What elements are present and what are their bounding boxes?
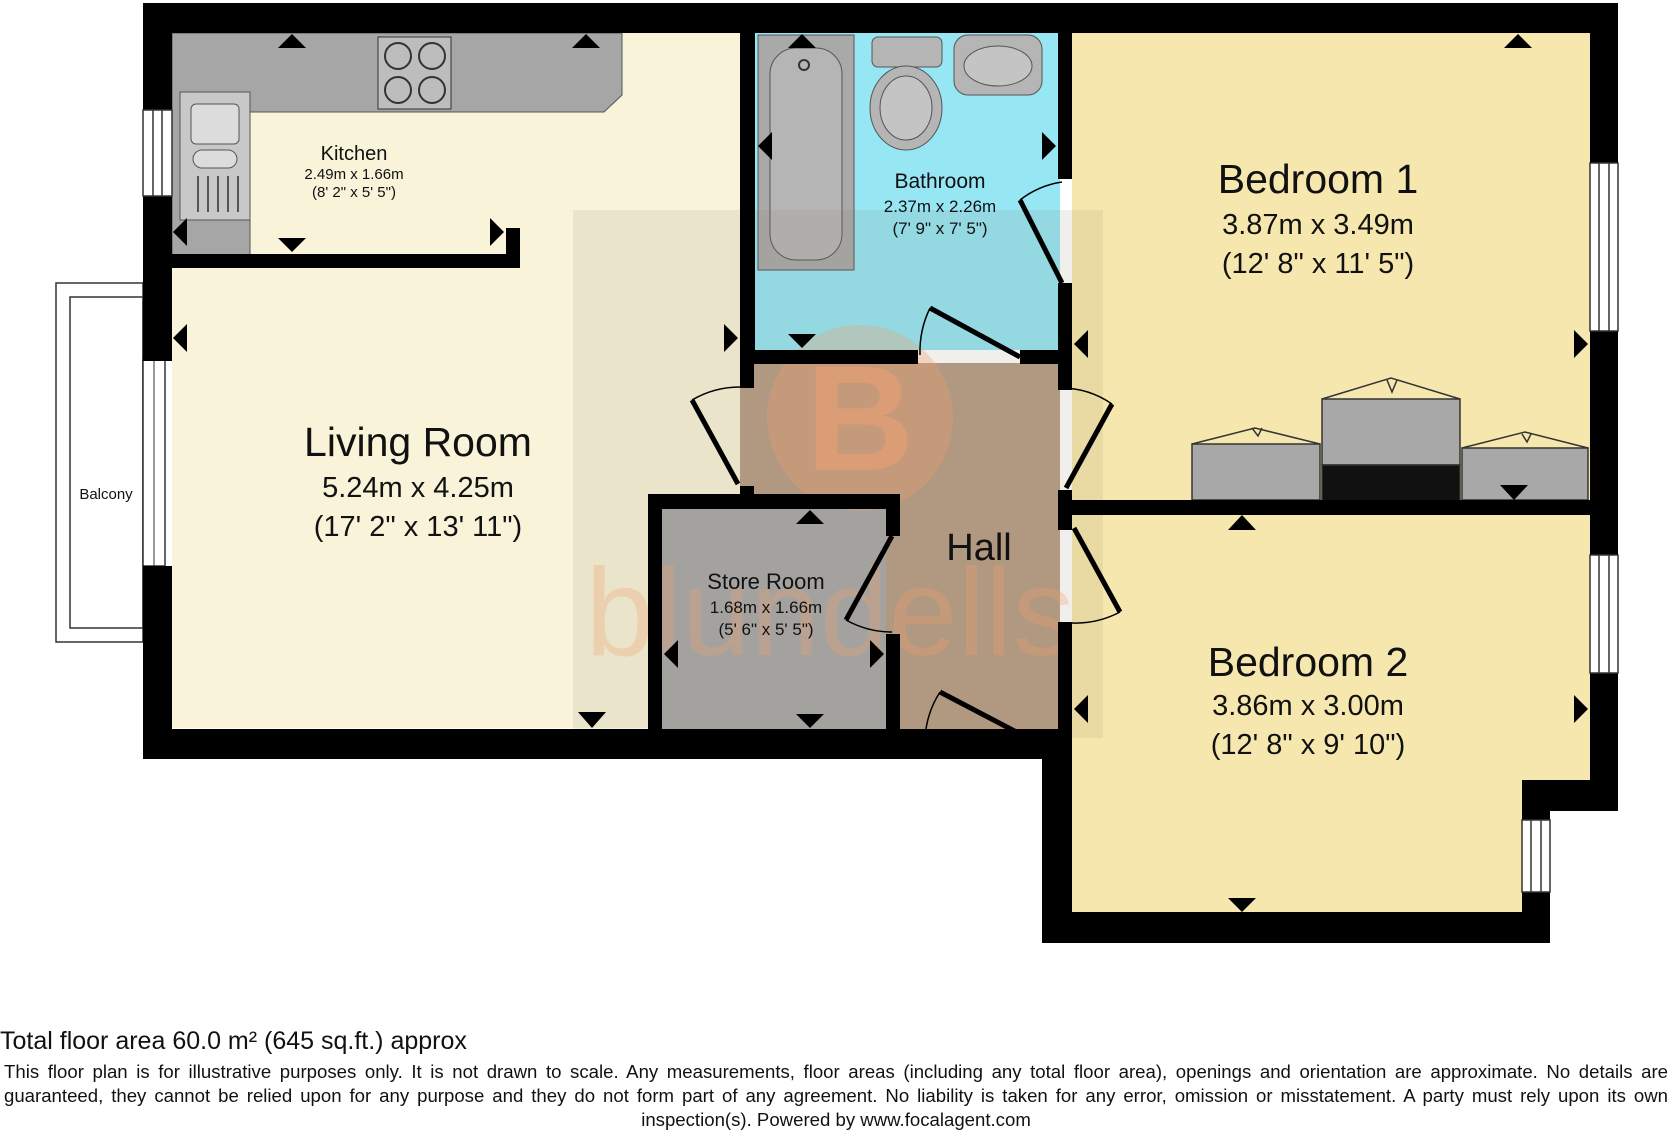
outer-wall-bottom-left [143,729,1048,759]
living-room-label: Living Room [304,419,532,465]
sink-bowl-icon [190,103,240,145]
walls [143,3,1618,943]
toilet-icon [869,36,943,151]
bedroom2-label: Bedroom 2 [1208,639,1409,685]
door-bedroom1 [1017,181,1065,285]
wall-kitchen-return [506,228,520,268]
wardrobe-right [1461,447,1589,501]
bathroom-fixtures [757,34,1043,271]
bathroom-size-ft: (7' 9" x 7' 5") [892,219,987,238]
wall-bathroom-bedroom1-top [1058,33,1072,179]
sink-drain-icon [192,149,238,169]
window-bedroom1 [1589,162,1619,332]
door-bedroom1-hall [1059,387,1115,490]
floor-plan: B blundells [55,3,1619,943]
window-bedroom2 [1589,554,1619,674]
bedroom2-floor [1072,515,1590,912]
wall-living-hall-stub-bottom [740,486,754,509]
bathroom-label: Bathroom [894,170,985,193]
outer-wall-left-lower [143,566,172,759]
door-entrance [924,689,1026,741]
wall-kitchen-bottom [172,254,520,268]
room-labels: Kitchen 2.49m x 1.66m (8' 2" x 5' 5") Li… [79,143,1418,761]
watermark-word: blundells [585,544,1074,682]
wall-store-right-bottom [886,634,900,729]
balcony [55,282,166,643]
window-bedroom2-bay [1521,819,1551,893]
drainer-grooves-icon [197,176,239,212]
hall-label: Hall [946,527,1011,569]
outer-wall-bedroom2-left [1042,729,1072,943]
bathtub-icon [757,34,855,271]
watermark-logo-circle [767,325,953,511]
wardrobes [1191,377,1589,502]
wall-bathroom-bedroom1-bottom [1058,283,1072,364]
store-room-size-m: 1.68m x 1.66m [710,598,822,617]
living-room-size-m: 5.24m x 4.25m [322,472,514,504]
wardrobe-middle [1321,398,1461,466]
bedroom1-size-m: 3.87m x 3.49m [1222,209,1414,241]
wall-hall-bedroom1-lower [1058,364,1072,390]
store-room-size-ft: (5' 6" x 5' 5") [718,620,813,639]
bathroom-size-m: 2.37m x 2.26m [884,197,996,216]
door-bedroom2 [1071,526,1123,624]
balcony-label: Balcony [79,486,133,503]
disclaimer: This floor plan is for illustrative purp… [4,1061,1668,1130]
store-room-label: Store Room [707,569,824,594]
total-floor-area: Total floor area 60.0 m² (645 sq.ft.) ap… [0,1027,467,1055]
living-room-floor [172,268,740,728]
wall-living-bathroom [740,33,755,351]
bedroom2-size-ft: (12' 8" x 9' 10") [1211,729,1405,761]
wardrobe-base [1321,464,1461,502]
door-store-room [843,534,895,633]
kitchen-size-ft: (8' 2" x 5' 5") [312,184,396,201]
wall-living-hall-stub-top [740,364,754,388]
kitchen-label: Kitchen [321,143,388,165]
bedroom1-label: Bedroom 1 [1218,156,1419,202]
wardrobe-left [1191,443,1321,501]
living-room-size-ft: (17' 2" x 13' 11") [314,511,522,543]
outer-wall-bottom-right [1042,912,1550,943]
door-living-room [689,386,743,486]
bedroom1-size-ft: (12' 8" x 11' 5") [1222,248,1414,280]
basin-icon [953,34,1043,96]
door-bathroom [919,305,1022,360]
doors [689,181,1123,741]
measurement-markers [173,34,1588,912]
kitchen-units [171,32,623,256]
wall-store-right-top [886,494,900,536]
wall-hall-right-low [1058,622,1072,730]
kitchen-size-m: 2.49m x 1.66m [304,166,403,183]
window-kitchen [142,109,173,197]
wall-store-top [648,494,900,509]
windows [142,109,1619,893]
wall-store-left [648,494,662,729]
hob-icon [377,36,452,110]
room-floors [172,33,1590,912]
outer-wall-top [143,3,1618,33]
bedroom2-size-m: 3.86m x 3.00m [1212,690,1404,722]
wall-bedroom1-bedroom2 [1058,500,1590,515]
wall-bathroom-hall [740,350,918,364]
outer-wall-right [1590,3,1618,811]
